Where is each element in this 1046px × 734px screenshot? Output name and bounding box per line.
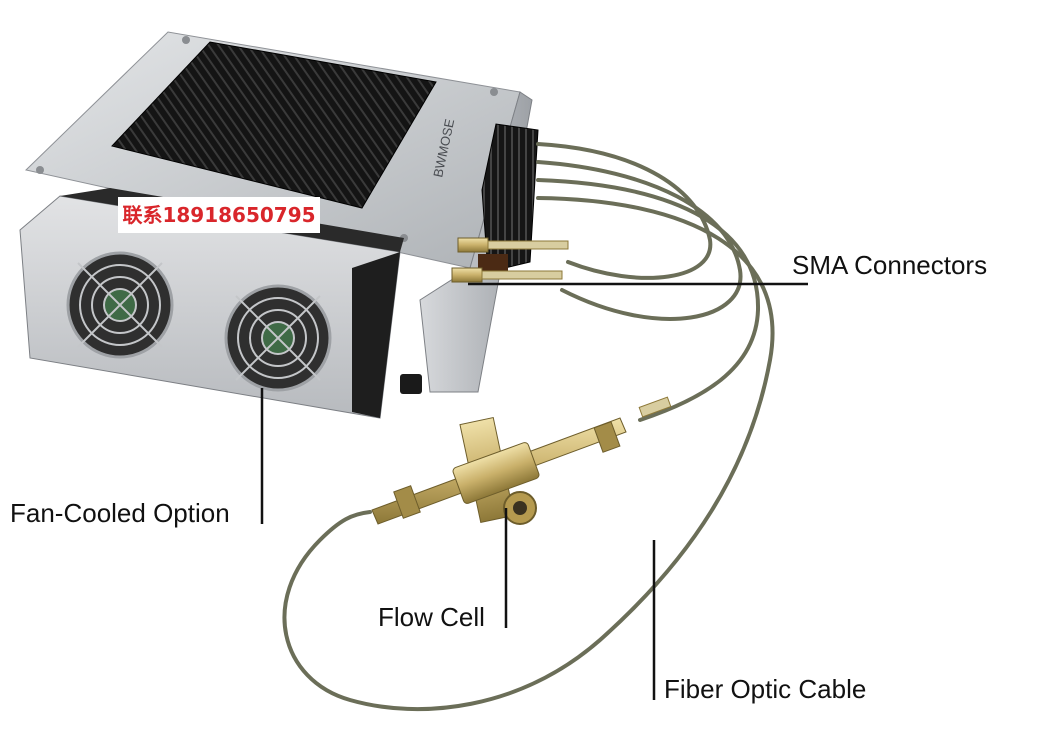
watermark: 联系18918650795 (118, 197, 320, 233)
flow-cell (371, 396, 672, 525)
fan-right (224, 284, 332, 392)
label-fiber-optic-cable: Fiber Optic Cable (664, 674, 867, 704)
fiber-optic-cables (282, 142, 775, 712)
label-sma-connectors: SMA Connectors (792, 250, 988, 280)
leader-lines (260, 282, 808, 700)
sma-connectors (451, 237, 569, 283)
device-body: BWMOSE (19, 31, 539, 419)
fan-left (66, 251, 174, 359)
label-fan-cooled-option: Fan-Cooled Option (10, 498, 230, 528)
label-flow-cell: Flow Cell (378, 602, 485, 632)
